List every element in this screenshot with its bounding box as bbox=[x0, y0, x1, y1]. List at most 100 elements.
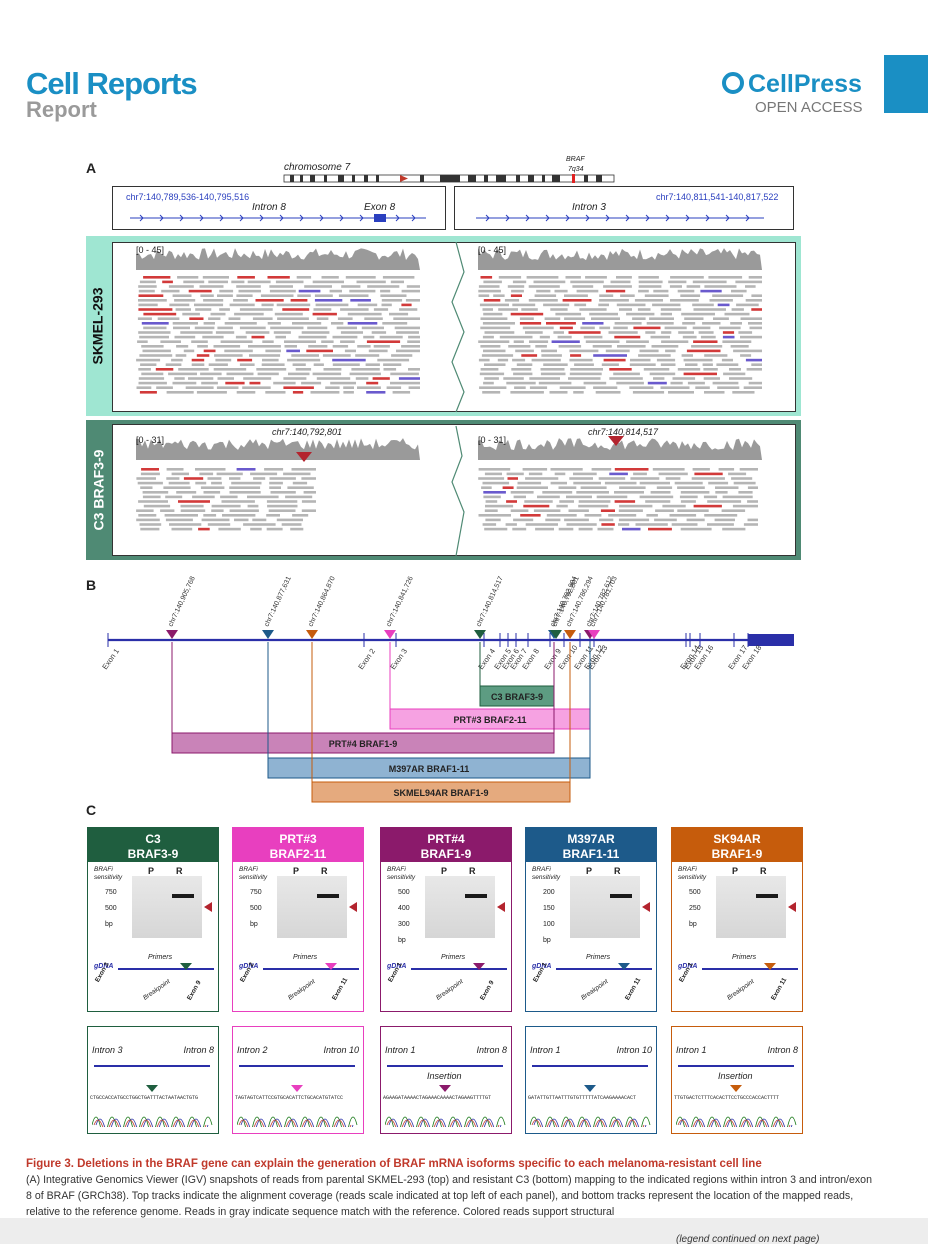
read bbox=[239, 326, 266, 330]
read bbox=[371, 331, 387, 334]
read bbox=[506, 381, 536, 385]
gdna-line bbox=[263, 968, 359, 970]
read bbox=[671, 523, 698, 526]
read bbox=[483, 299, 501, 302]
read bbox=[578, 500, 611, 503]
cell-line-name: PRT#4 bbox=[427, 832, 465, 846]
read bbox=[266, 500, 298, 503]
read bbox=[363, 335, 375, 339]
read bbox=[482, 308, 493, 311]
read bbox=[600, 509, 615, 512]
read bbox=[686, 349, 721, 353]
gdna-label: gDNA bbox=[678, 963, 698, 970]
read bbox=[573, 481, 601, 485]
read bbox=[391, 354, 413, 357]
read bbox=[510, 509, 529, 512]
ladder-size-label: bp bbox=[250, 921, 258, 928]
read bbox=[484, 377, 499, 380]
read bbox=[217, 294, 233, 297]
read bbox=[558, 527, 574, 531]
read bbox=[482, 481, 510, 485]
left-region-box bbox=[112, 186, 446, 230]
read bbox=[189, 317, 204, 320]
read bbox=[670, 299, 699, 302]
read bbox=[386, 386, 402, 389]
left-intron-label: Intron 8 bbox=[252, 202, 286, 213]
read bbox=[483, 495, 501, 499]
gel-card-m397ar: M397AR BRAF1-11 BRAFi sensitivity P R gD… bbox=[525, 827, 657, 1012]
read bbox=[680, 527, 712, 531]
braf-sensitivity-label: BRAFi sensitivity bbox=[387, 866, 416, 881]
read bbox=[138, 299, 167, 302]
gel-image bbox=[716, 876, 786, 938]
read bbox=[700, 289, 722, 293]
read bbox=[143, 504, 171, 508]
read bbox=[502, 486, 514, 489]
read bbox=[165, 363, 182, 366]
read bbox=[592, 345, 612, 348]
read bbox=[175, 308, 191, 311]
breakpoint-marker bbox=[262, 630, 274, 639]
exon-label: Exon 2 bbox=[356, 647, 377, 671]
read bbox=[505, 523, 517, 526]
breakpoint-label: Breakpoint bbox=[726, 978, 756, 1002]
read bbox=[730, 345, 749, 348]
read bbox=[336, 326, 357, 330]
read bbox=[643, 368, 670, 371]
panel-b-letter: B bbox=[86, 577, 97, 593]
read bbox=[543, 303, 570, 307]
read bbox=[582, 322, 604, 325]
read bbox=[573, 472, 597, 476]
read bbox=[138, 303, 158, 307]
read bbox=[550, 481, 567, 485]
sequence-text: CTGCCACCATGCCTGGCTGATTTACTAATAACTGTG bbox=[90, 1095, 199, 1101]
read bbox=[219, 308, 230, 311]
read bbox=[715, 491, 728, 494]
read bbox=[355, 377, 369, 380]
read bbox=[605, 289, 626, 293]
read bbox=[211, 481, 222, 485]
read bbox=[709, 299, 733, 302]
coverage-track bbox=[478, 248, 762, 270]
read bbox=[546, 514, 577, 517]
gel-band bbox=[172, 894, 194, 898]
ladder-size-label: 500 bbox=[105, 905, 117, 912]
read bbox=[356, 280, 386, 284]
gdna-label: gDNA bbox=[387, 963, 407, 970]
read bbox=[584, 514, 602, 517]
read bbox=[349, 289, 376, 293]
read bbox=[751, 294, 762, 297]
read bbox=[290, 527, 304, 531]
read bbox=[670, 381, 683, 385]
open-access-label: OPEN ACCESS bbox=[755, 99, 863, 116]
read bbox=[616, 381, 644, 385]
read bbox=[593, 354, 627, 357]
read bbox=[138, 514, 157, 517]
read bbox=[178, 368, 209, 371]
coverage-track bbox=[478, 438, 762, 460]
read bbox=[215, 358, 232, 362]
gdna-label: gDNA bbox=[239, 963, 259, 970]
read bbox=[568, 331, 601, 334]
read bbox=[216, 386, 239, 389]
read bbox=[344, 349, 356, 353]
read bbox=[507, 477, 518, 480]
read bbox=[554, 472, 566, 476]
read bbox=[751, 308, 762, 311]
read bbox=[646, 514, 658, 517]
read bbox=[537, 495, 560, 499]
read bbox=[677, 368, 701, 371]
read bbox=[332, 345, 349, 348]
left-intron-label: Intron 2 bbox=[237, 1045, 268, 1055]
read bbox=[201, 518, 230, 522]
read bbox=[291, 354, 319, 357]
read bbox=[213, 368, 247, 371]
read bbox=[139, 354, 173, 357]
read bbox=[661, 340, 689, 343]
read bbox=[743, 386, 762, 389]
read bbox=[559, 500, 574, 503]
read bbox=[692, 326, 711, 330]
read bbox=[316, 317, 329, 320]
read bbox=[143, 312, 177, 316]
read bbox=[257, 372, 279, 376]
